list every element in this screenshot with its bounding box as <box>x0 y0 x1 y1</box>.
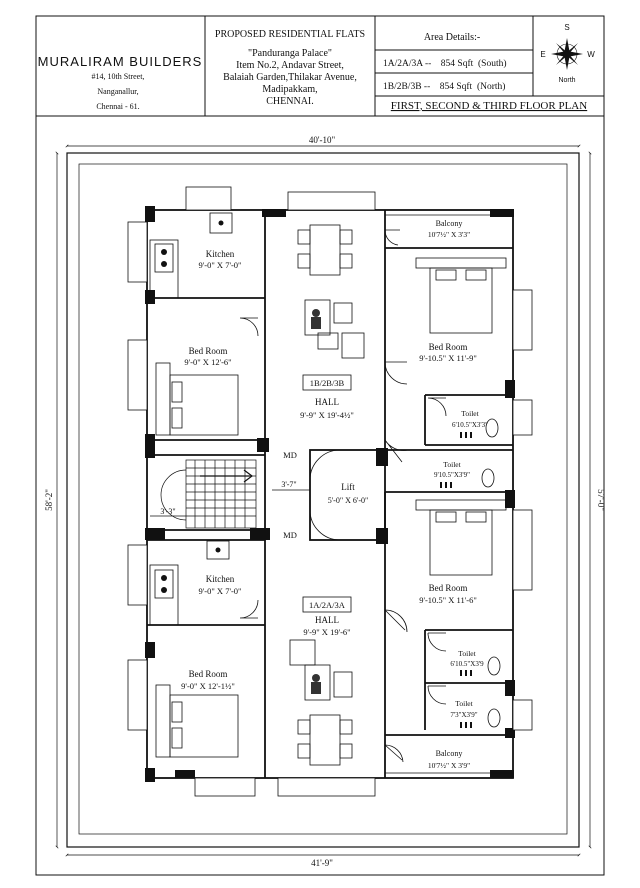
project-name: "Panduranga Palace" <box>248 48 332 59</box>
beds <box>155 257 507 758</box>
kitchen-north-label: Kitchen <box>206 249 235 259</box>
project-city: CHENNAI. <box>266 96 314 107</box>
kitchen-south-label: Kitchen <box>206 574 235 584</box>
person-icons <box>311 309 321 694</box>
plot-boundary <box>66 152 580 848</box>
kitchen-north-size: 9'-0" X 7'-0" <box>198 260 241 270</box>
balcony-south-size: 10'7½" X 3'9" <box>428 761 470 770</box>
door-swings <box>239 229 447 763</box>
staircase <box>160 459 257 529</box>
lift-size: 5'-0" X 6'-0" <box>328 496 369 505</box>
hall-north-label: HALL <box>315 397 339 407</box>
toilet-s1-size: 6'10.5"X3'9 <box>450 660 484 668</box>
main-door-bottom: MD <box>283 530 297 540</box>
toilet-s2-label: Toilet <box>455 699 473 708</box>
toilet-s2-size: 7'3"X3'9" <box>450 711 477 719</box>
dimension-stair-landing: 3'-3" <box>160 507 175 516</box>
bedroom-ne-label: Bed Room <box>429 342 468 352</box>
bedroom-nw-label: Bed Room <box>189 346 228 356</box>
toilet-n2-size: 9'10.5"X3'9" <box>434 471 470 479</box>
bedroom-sw-size: 9'-0" X 12'-1½" <box>181 681 235 691</box>
hall-south-label: HALL <box>315 615 339 625</box>
plan-title: FIRST, SECOND & THIRD FLOOR PLAN <box>391 100 587 112</box>
builder-name: MURALIRAM BUILDERS <box>38 54 203 69</box>
hall-south-size: 9'-9" X 19'-6" <box>303 627 350 637</box>
bedroom-nw-size: 9'-0" X 12'-6" <box>184 357 231 367</box>
project-address-1: Item No.2, Andavar Street, <box>236 60 344 71</box>
shower-icons <box>440 432 472 728</box>
hall-furniture <box>289 224 365 766</box>
compass-s: S <box>564 23 569 32</box>
area-heading: Area Details:- <box>424 32 480 43</box>
hall-north-tag: 1B/2B/3B <box>310 378 345 388</box>
toilet-s1-label: Toilet <box>458 649 476 658</box>
dimension-top: 40'-10" <box>309 135 336 145</box>
balcony-north-label: Balcony <box>436 219 463 228</box>
toilet-n2-label: Toilet <box>443 460 461 469</box>
bedroom-se-size: 9'-10.5" X 11'-6" <box>419 595 477 605</box>
main-door-top: MD <box>283 450 297 460</box>
hall-tag-box-north <box>302 374 352 391</box>
sheet-border <box>35 115 605 876</box>
compass-e: E <box>540 50 545 59</box>
bedroom-se-label: Bed Room <box>429 583 468 593</box>
dimension-bottom: 41'-9" <box>311 858 333 868</box>
toilet-n1-label: Toilet <box>461 409 479 418</box>
compass-north: North <box>558 77 575 84</box>
builder-address-3: Chennai - 61. <box>96 102 139 111</box>
area-row-south: 1A/2A/3A -- 854 Sqft (South) <box>383 58 507 69</box>
plot-setback <box>78 163 568 835</box>
balcony-south-label: Balcony <box>436 749 463 758</box>
stove-icons <box>161 220 224 593</box>
dimension-left: 58'-2" <box>44 489 54 511</box>
bedroom-ne-size: 9'-10.5" X 11'-9" <box>419 353 477 363</box>
toilet-fixtures <box>481 418 501 728</box>
hall-south-tag: 1A/2A/3A <box>309 600 346 610</box>
windows <box>127 186 533 797</box>
dimension-right: 57'-0" <box>596 489 606 511</box>
project-title: PROPOSED RESIDENTIAL FLATS <box>215 29 365 40</box>
area-row-north: 1B/2B/3B -- 854 Sqft (North) <box>383 81 505 92</box>
dimension-lobby: 3'-7" <box>281 480 296 489</box>
kitchen-south-size: 9'-0" X 7'-0" <box>198 586 241 596</box>
kitchen-fittings <box>149 212 233 626</box>
dimension-lines <box>55 144 592 857</box>
project-address-2: Balaiah Garden,Thilakar Avenue, <box>223 72 357 83</box>
project-address-3: Madipakkam, <box>262 84 317 95</box>
balcony-railings <box>385 214 513 774</box>
balcony-north-size: 10'7½" X 3'3" <box>428 230 470 239</box>
compass-rose-icon <box>551 38 583 70</box>
hall-tag-box-south <box>302 596 352 613</box>
builder-address-1: #14, 10th Street, <box>92 72 145 81</box>
lift-label: Lift <box>341 482 355 492</box>
compass-w: W <box>587 50 595 59</box>
bedroom-sw-label: Bed Room <box>189 669 228 679</box>
toilet-n1-size: 6'10.5"X3'3" <box>452 421 488 429</box>
hall-north-size: 9'-9" X 19'-4½" <box>300 410 354 420</box>
builder-address-2: Nanganallur, <box>97 87 138 96</box>
